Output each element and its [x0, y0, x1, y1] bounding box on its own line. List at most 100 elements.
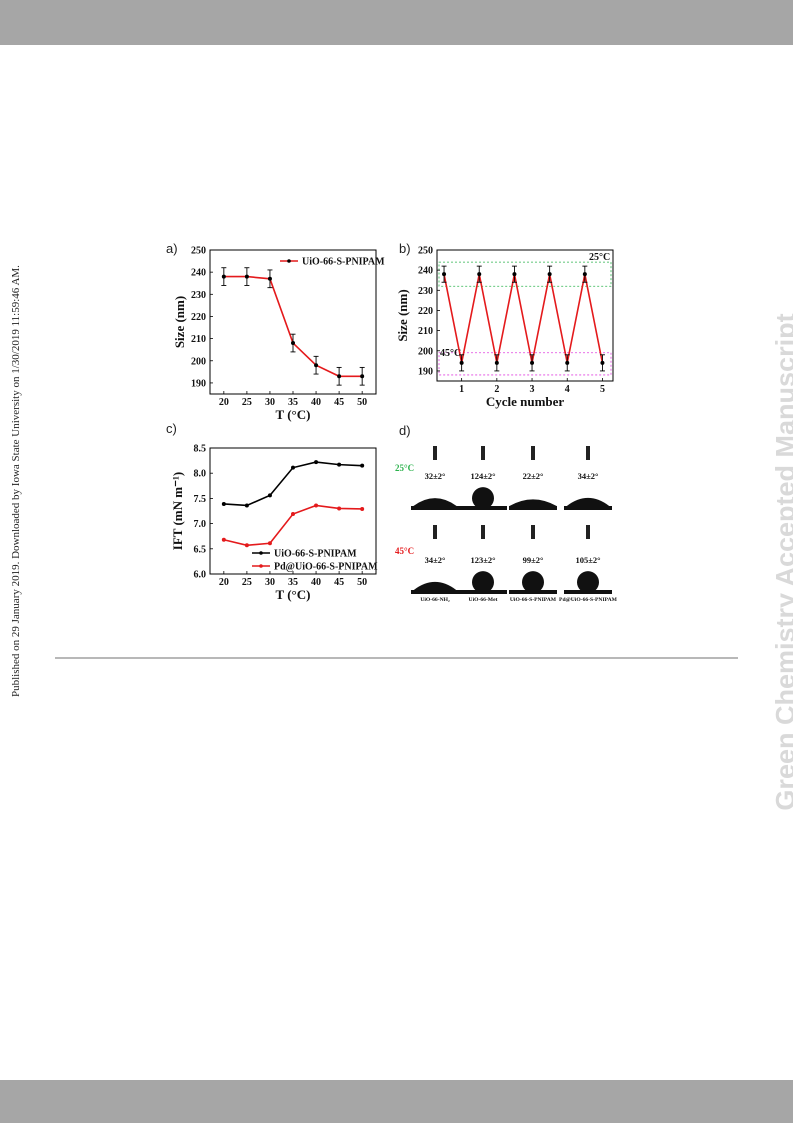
y-tick-label: 8.5	[194, 444, 207, 455]
temperature-band	[438, 261, 612, 287]
panel-label: d)	[399, 423, 411, 438]
droplet	[413, 581, 457, 590]
data-point	[360, 506, 365, 511]
series-line	[443, 274, 604, 364]
syringe-needle	[586, 525, 590, 539]
syringe-needle	[433, 446, 437, 460]
y-tick-label: 8.0	[194, 469, 207, 480]
x-tick-label: 5	[600, 384, 605, 395]
x-tick-label: 1	[459, 384, 464, 395]
data-point	[221, 274, 226, 279]
y-tick-label: 7.0	[194, 519, 207, 530]
band-label: 25°C	[589, 252, 610, 263]
x-axis-label: T (°C)	[276, 407, 311, 422]
x-tick-label: 4	[565, 384, 570, 395]
temperature-band	[438, 352, 612, 376]
substrate	[564, 590, 612, 594]
data-point	[314, 363, 319, 368]
contact-angle-value: 34±2°	[425, 555, 446, 565]
header-bar	[0, 0, 793, 45]
x-axis-label: T (°C)	[276, 587, 311, 602]
data-point	[360, 463, 365, 468]
data-point	[442, 272, 447, 277]
x-tick-label: 20	[219, 577, 229, 588]
y-tick-label: 220	[418, 306, 433, 317]
contact-angle-value: 22±2°	[523, 471, 544, 481]
y-tick-label: 6.0	[194, 570, 207, 581]
x-tick-label: 3	[530, 384, 535, 395]
data-point	[221, 501, 226, 506]
data-point	[244, 543, 249, 548]
syringe-needle	[481, 446, 485, 460]
data-point	[291, 465, 295, 470]
y-axis-label: Size (nm)	[395, 289, 410, 341]
y-tick-label: 190	[191, 378, 206, 389]
contact-angle-value: 123±2°	[470, 555, 495, 565]
syringe-needle	[531, 525, 535, 539]
y-tick-label: 200	[191, 356, 206, 367]
plot-frame	[436, 249, 614, 382]
data-point	[291, 512, 295, 517]
y-tick-label: 230	[418, 286, 433, 297]
sample-label: Pd@UiO-66-S-PNIPAM	[559, 597, 618, 603]
droplet	[509, 499, 557, 506]
x-tick-label: 45	[334, 397, 344, 408]
x-tick-label: 50	[357, 577, 367, 588]
substrate	[459, 506, 507, 510]
y-tick-label: 7.5	[194, 494, 207, 505]
plot-frame	[209, 249, 377, 395]
y-tick-label: 220	[191, 312, 206, 323]
contact-angle-panel: d)25°C45°C32±2°124±2°22±2°34±2°34±2°123±…	[395, 423, 618, 603]
data-point	[459, 360, 464, 365]
data-point	[244, 274, 249, 279]
x-tick-label: 30	[265, 397, 275, 408]
data-point	[267, 541, 272, 546]
series-line	[223, 504, 363, 547]
divider-line	[55, 657, 738, 659]
x-tick-label: 25	[242, 577, 252, 588]
contact-angle-value: 99±2°	[523, 555, 544, 565]
x-tick-label: 30	[265, 577, 275, 588]
y-axis-label: Size (nm)	[172, 296, 187, 348]
y-tick-label: 250	[418, 246, 433, 257]
x-tick-label: 50	[357, 397, 367, 408]
data-point	[314, 503, 319, 508]
x-tick-label: 2	[494, 384, 499, 395]
syringe-needle	[433, 525, 437, 539]
substrate	[509, 506, 557, 510]
substrate	[564, 506, 612, 510]
data-point	[337, 462, 342, 467]
data-point	[337, 374, 342, 379]
x-tick-label: 40	[311, 577, 321, 588]
sample-label: UiO-66-NH₂	[420, 597, 450, 603]
panel-label: b)	[399, 241, 411, 256]
data-point	[221, 537, 226, 542]
panel-label: a)	[166, 241, 178, 256]
syringe-needle	[481, 525, 485, 539]
data-point	[337, 506, 342, 511]
x-axis-label: Cycle number	[486, 394, 565, 409]
syringe-needle	[531, 446, 535, 460]
x-tick-label: 25	[242, 397, 252, 408]
contact-angle-value: 34±2°	[578, 471, 599, 481]
substrate	[509, 590, 557, 594]
contact-angle-value: 105±2°	[575, 555, 600, 565]
droplet	[577, 571, 599, 590]
x-tick-label: 35	[288, 577, 298, 588]
droplet	[472, 571, 494, 590]
data-point	[565, 360, 570, 365]
data-point	[547, 272, 552, 277]
temperature-label-25: 25°C	[395, 463, 414, 473]
legend-marker	[259, 564, 263, 568]
substrate	[411, 506, 459, 510]
data-point	[291, 341, 295, 346]
temperature-label-45: 45°C	[395, 546, 414, 556]
footer-bar	[0, 1080, 793, 1123]
data-point	[267, 276, 272, 281]
data-point	[600, 360, 605, 365]
y-tick-label: 190	[418, 366, 433, 377]
x-tick-label: 40	[311, 397, 321, 408]
data-point	[512, 272, 517, 277]
